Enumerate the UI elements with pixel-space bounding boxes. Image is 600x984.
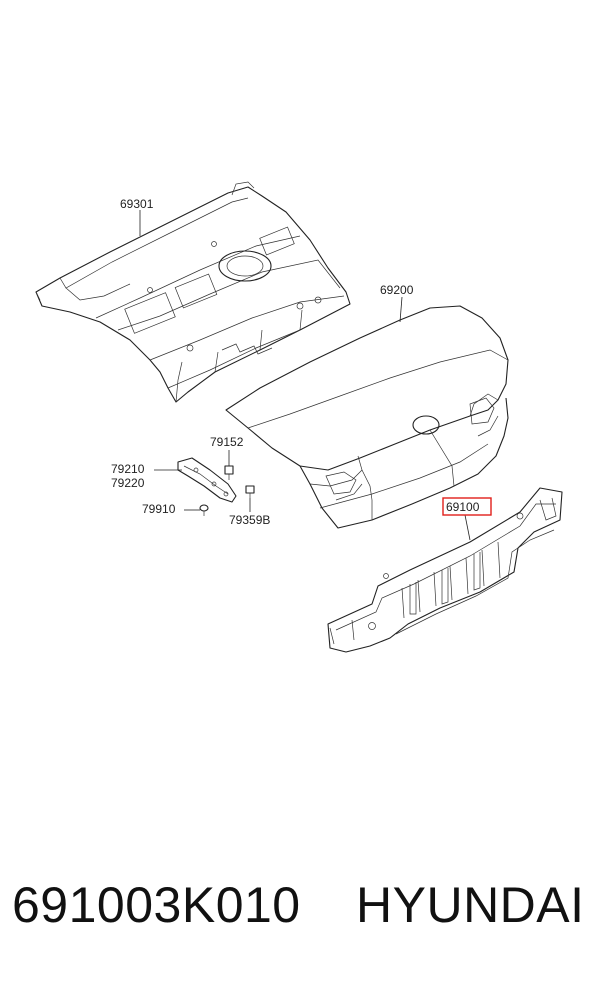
nut-79910 (199, 504, 209, 516)
brand-name: HYUNDAI (356, 877, 585, 933)
callout-69100[interactable]: 69100 (446, 500, 480, 514)
leader-69100 (464, 514, 471, 541)
part-number: 691003K010 (12, 877, 301, 933)
bolt-79359b (245, 485, 255, 498)
callout-79359b[interactable]: 79359B (229, 513, 270, 527)
trunk-lid (225, 305, 509, 529)
callout-79152[interactable]: 79152 (210, 435, 244, 449)
back-panel (327, 487, 563, 653)
callout-69200[interactable]: 69200 (380, 283, 414, 297)
callout-79220[interactable]: 79220 (111, 476, 145, 490)
callout-69301[interactable]: 69301 (120, 197, 154, 211)
rear-package-tray-panel (35, 181, 351, 403)
callout-79910[interactable]: 79910 (142, 502, 176, 516)
callout-69100-highlight (442, 497, 492, 516)
callout-79210[interactable]: 79210 (111, 462, 145, 476)
bolt-79152 (224, 465, 234, 480)
trunk-lid-hinge (177, 457, 237, 503)
caption-bar: 691003K010 HYUNDAI (0, 876, 600, 946)
leader-69200 (399, 296, 403, 323)
